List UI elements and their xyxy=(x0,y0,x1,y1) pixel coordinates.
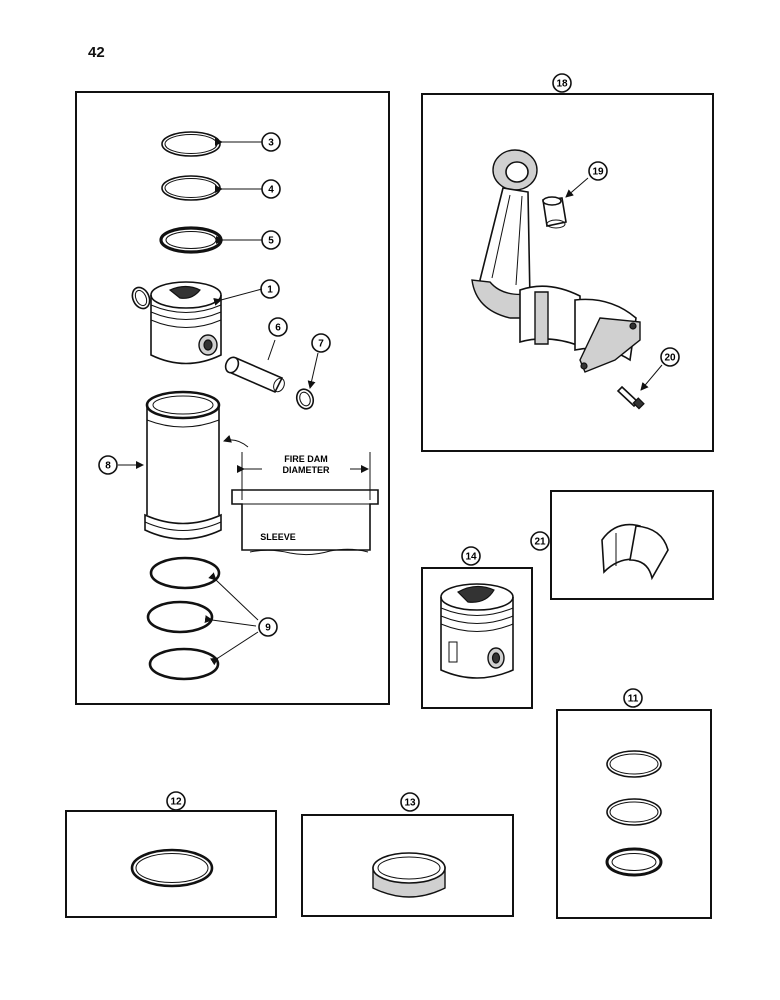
callout-14: 14 xyxy=(461,546,481,566)
svg-text:14: 14 xyxy=(465,552,477,563)
svg-text:4: 4 xyxy=(268,185,274,196)
insert-ring-13 xyxy=(372,852,446,898)
fire-dam-label: FIRE DAM xyxy=(284,454,328,464)
piston-ring-3 xyxy=(161,131,221,157)
connecting-rod-frame xyxy=(421,93,714,452)
svg-text:11: 11 xyxy=(628,694,639,705)
callout-21: 21 xyxy=(530,531,550,551)
fire-dam-detail xyxy=(231,452,379,556)
connecting-rod xyxy=(471,149,641,373)
svg-text:6: 6 xyxy=(275,323,281,334)
svg-text:5: 5 xyxy=(268,236,274,247)
callout-5: 5 xyxy=(261,230,281,250)
cylinder-sleeve-8 xyxy=(144,390,222,540)
piston-frame xyxy=(421,567,533,709)
callout-18: 18 xyxy=(552,73,572,93)
callout-8: 8 xyxy=(98,455,118,475)
svg-text:18: 18 xyxy=(556,79,568,90)
svg-text:19: 19 xyxy=(592,167,604,178)
svg-text:8: 8 xyxy=(105,461,111,472)
svg-text:20: 20 xyxy=(664,353,676,364)
svg-text:21: 21 xyxy=(534,537,546,548)
svg-text:13: 13 xyxy=(404,798,416,809)
callout-1: 1 xyxy=(260,279,280,299)
svg-text:3: 3 xyxy=(268,138,274,149)
bearing-21 xyxy=(601,523,669,581)
callout-20: 20 xyxy=(660,347,680,367)
oil-ring-5 xyxy=(159,226,223,254)
callout-12: 12 xyxy=(166,791,186,811)
svg-text:1: 1 xyxy=(267,285,273,296)
callout-6: 6 xyxy=(268,317,288,337)
piston-pin-6 xyxy=(224,356,285,394)
piston-14 xyxy=(440,583,514,679)
seal-frame xyxy=(65,810,277,918)
callout-11: 11 xyxy=(623,688,643,708)
sleeve-label: SLEEVE xyxy=(260,532,296,542)
bolt-20 xyxy=(616,385,645,410)
svg-text:9: 9 xyxy=(265,623,271,634)
callout-7: 7 xyxy=(311,333,331,353)
seal-ring-12 xyxy=(130,848,214,888)
svg-text:7: 7 xyxy=(318,339,324,350)
cylinder-kit-frame xyxy=(75,91,390,705)
ring-set-frame xyxy=(556,709,712,919)
snap-ring-7 xyxy=(295,388,315,410)
piston-1 xyxy=(150,281,222,365)
callout-19: 19 xyxy=(588,161,608,181)
callout-4: 4 xyxy=(261,179,281,199)
piston-ring-4 xyxy=(161,175,221,201)
callout-9: 9 xyxy=(258,617,278,637)
detail-arrow xyxy=(223,434,249,448)
svg-text:12: 12 xyxy=(170,797,182,808)
bearing-frame xyxy=(550,490,714,600)
bushing-19 xyxy=(542,196,567,229)
seal-rings-9 xyxy=(146,556,221,681)
callout-3: 3 xyxy=(261,132,281,152)
ring-set-11 xyxy=(605,750,663,877)
snap-ring-left xyxy=(131,286,151,310)
insert-frame xyxy=(301,814,514,917)
callout-13: 13 xyxy=(400,792,420,812)
diameter-label: DIAMETER xyxy=(283,465,331,475)
page-number: 42 xyxy=(88,44,105,61)
